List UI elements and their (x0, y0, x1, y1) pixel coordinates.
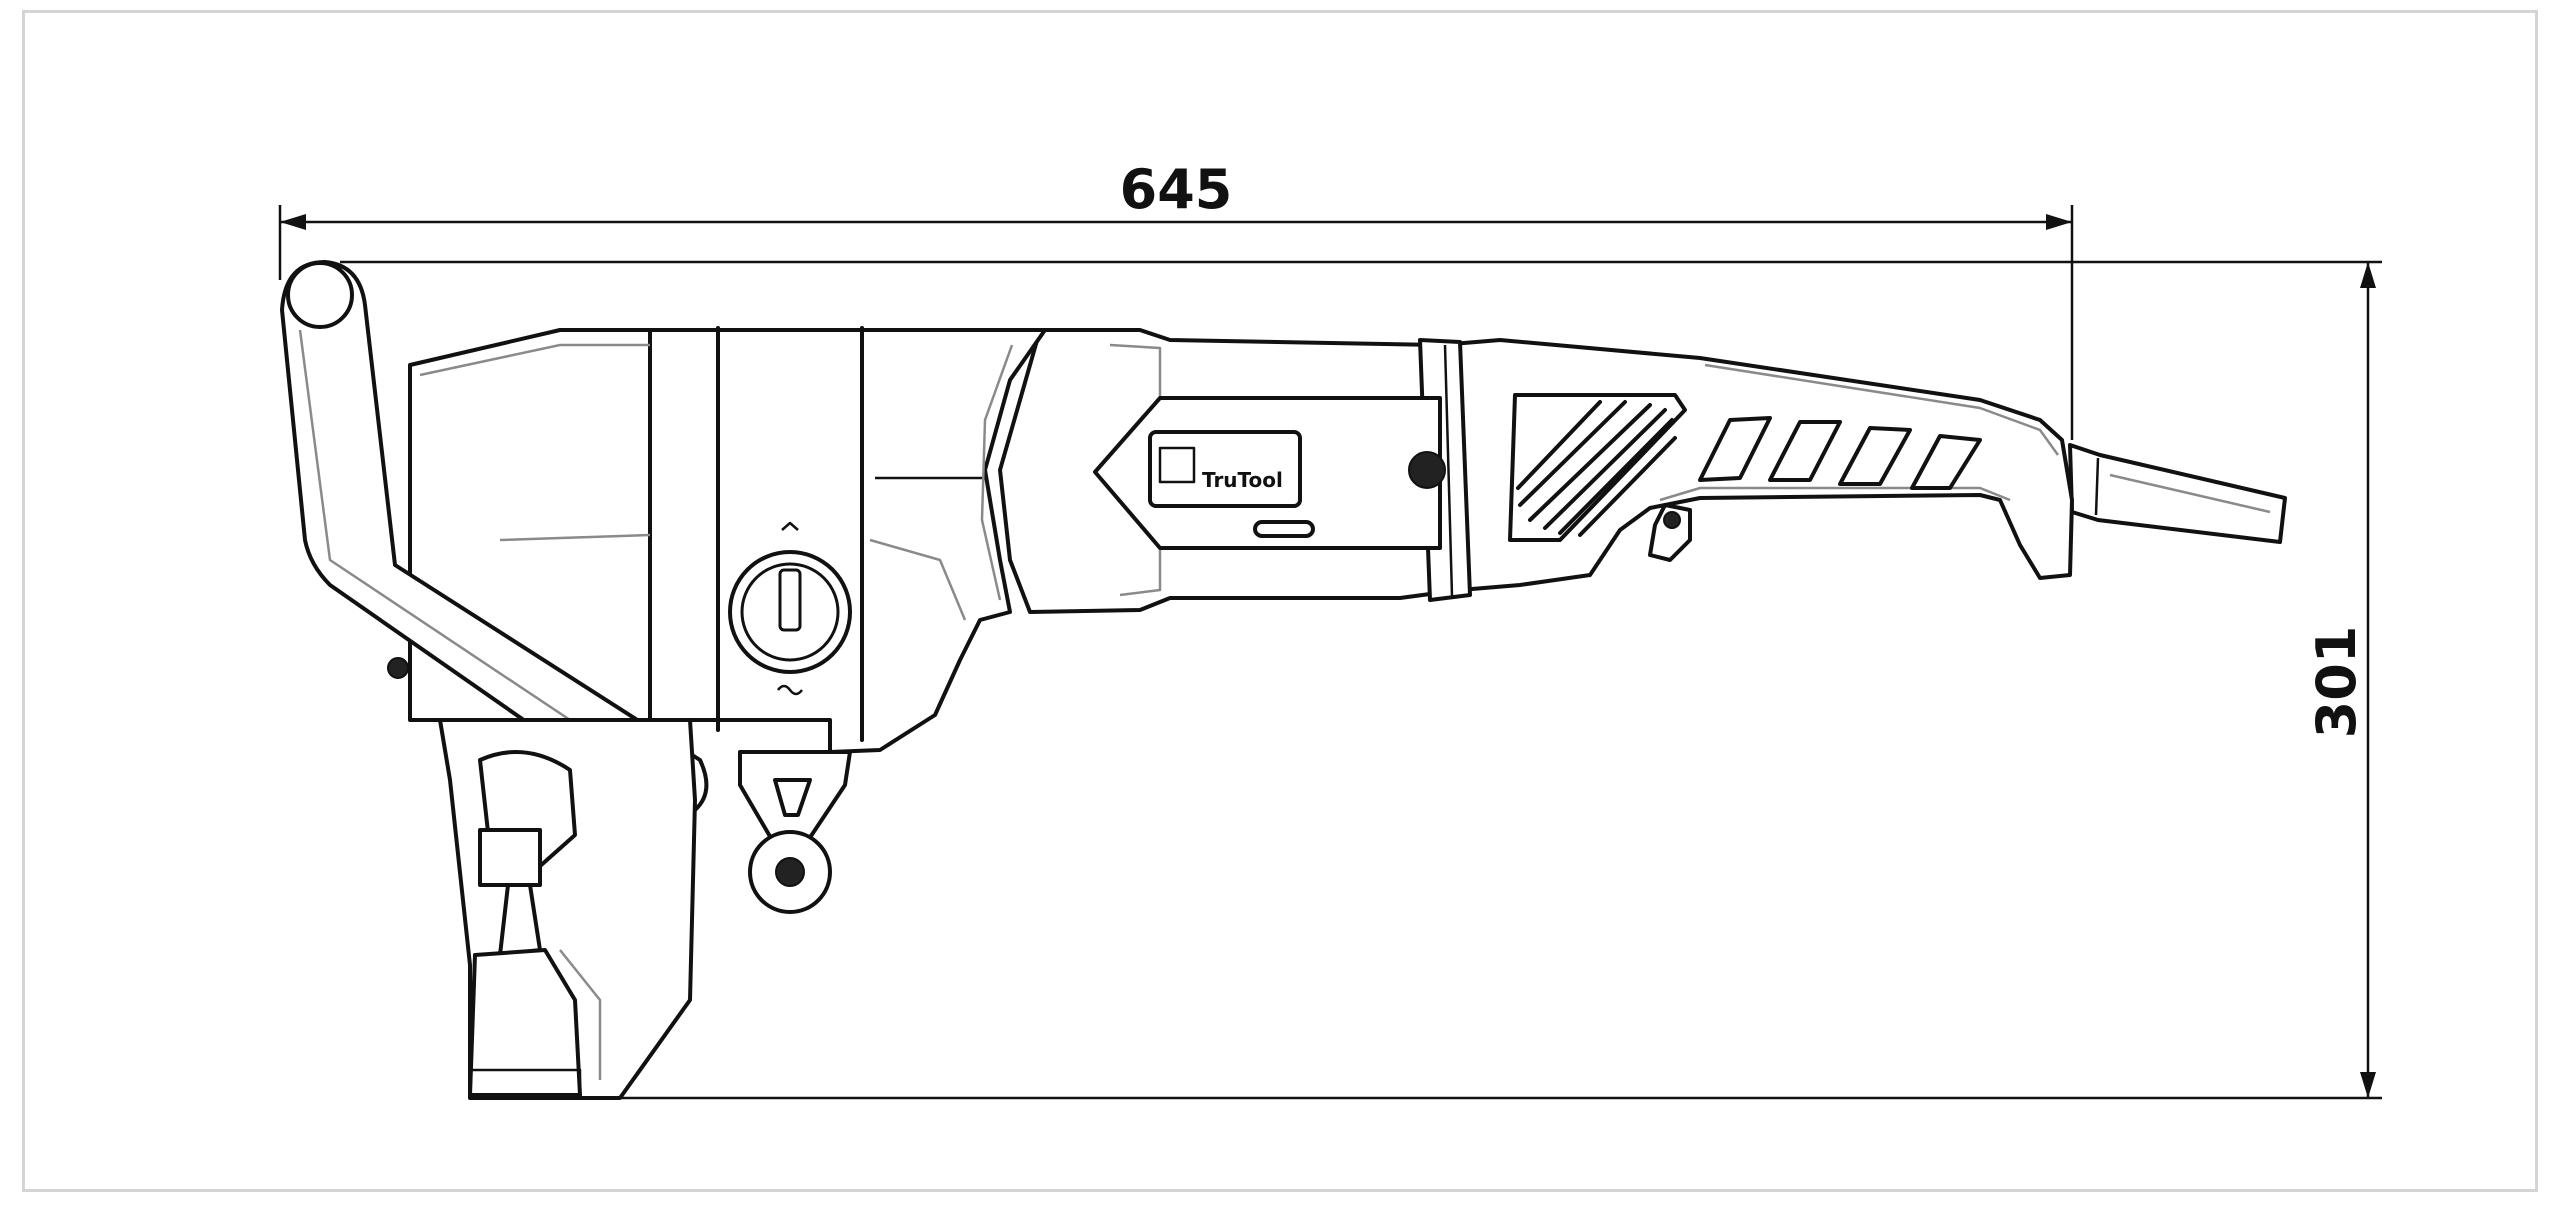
cutting-head (387, 657, 697, 1100)
height-dimension: 301 (340, 260, 2382, 1100)
dial-arrow-icon (781, 521, 799, 531)
speed-wave-icon (777, 684, 803, 696)
length-dimension: 645 (278, 158, 2074, 440)
handle-end-cap (286, 261, 354, 329)
power-cord (2068, 443, 2287, 544)
arrowhead-left-icon (280, 214, 306, 230)
drawing-frame (22, 10, 2538, 1192)
grip-rib (1698, 416, 1772, 482)
arrowhead-bottom-icon (2360, 1072, 2376, 1098)
brush-cap-icon (1408, 451, 1446, 489)
dial-knob-icon (778, 568, 802, 632)
length-dimension-label: 645 (1120, 158, 1233, 221)
arrowhead-right-icon (2046, 214, 2072, 230)
model-tag (1253, 520, 1315, 538)
height-dimension-label: 301 (2305, 626, 2368, 739)
gear-head (408, 326, 1047, 914)
brand-label: TruTool (1202, 468, 1283, 492)
logo-square-icon (1158, 446, 1196, 484)
blade-holder (478, 828, 542, 887)
grip-rib (1838, 426, 1912, 486)
vent-slots (1516, 400, 1677, 537)
brand-badge (1148, 430, 1302, 508)
grip-rib (1910, 434, 1982, 490)
grip-rib (1768, 420, 1842, 482)
motor-housing: TruTool (998, 328, 1687, 614)
arrowhead-top-icon (2360, 262, 2376, 288)
lock-button-icon (1663, 511, 1681, 529)
